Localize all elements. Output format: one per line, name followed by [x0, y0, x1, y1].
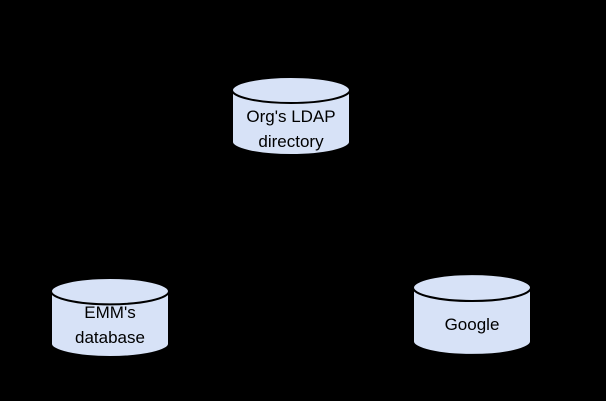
node-label-line: database — [75, 328, 145, 347]
cylinder-body — [412, 286, 532, 356]
cylinder-lid — [50, 277, 170, 306]
database-cylinder-icon — [412, 273, 532, 356]
cylinder-lid — [231, 76, 351, 104]
database-cylinder-icon — [231, 76, 351, 156]
database-cylinder-icon — [50, 277, 170, 358]
node-label: Google — [412, 312, 532, 337]
node-google: Google — [412, 273, 532, 356]
node-label-line: Org's LDAP — [246, 107, 336, 126]
node-label-line: directory — [258, 132, 324, 151]
cylinder-lid — [412, 273, 532, 303]
cylinder-body — [231, 89, 351, 156]
cylinder-body — [50, 290, 170, 358]
node-label-line: EMM's — [84, 303, 136, 322]
node-emms-database: EMM's database — [50, 277, 170, 358]
node-label: Org's LDAP directory — [231, 104, 351, 154]
node-label: EMM's database — [50, 300, 170, 350]
node-label-line: Google — [444, 315, 500, 334]
node-orgs-ldap-directory: Org's LDAP directory — [231, 76, 351, 156]
